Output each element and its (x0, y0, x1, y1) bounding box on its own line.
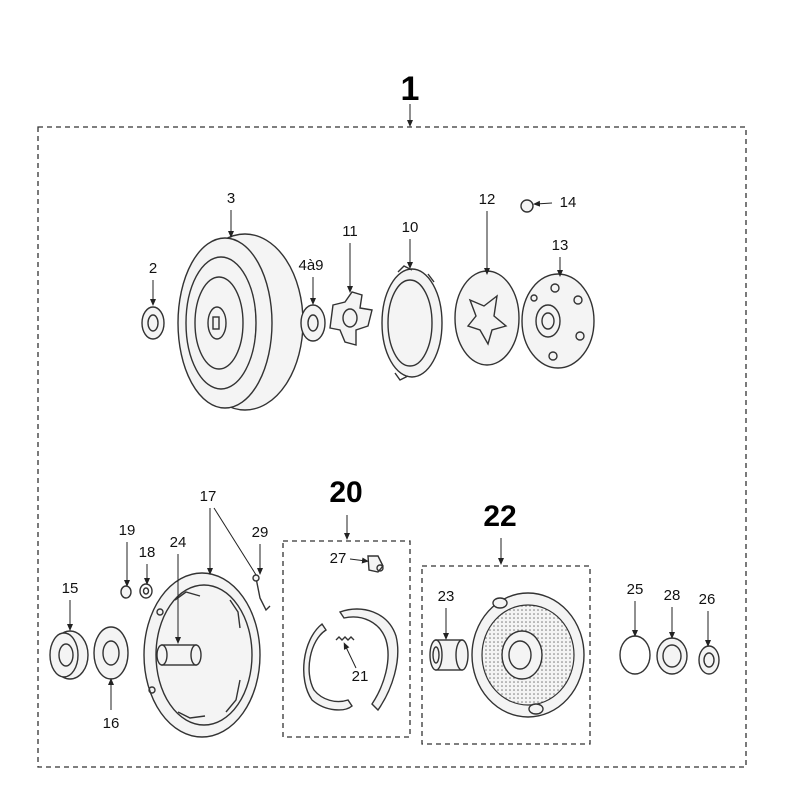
callout-26: 26 (699, 591, 716, 608)
part-16-washer (93, 626, 129, 680)
brake-shoes-box (282, 540, 411, 738)
part-17-backing-plate (143, 572, 261, 738)
part-10-ring (381, 265, 443, 381)
group-label-main: 1 (401, 70, 420, 108)
callout-29: 29 (252, 524, 269, 541)
part-21-return-spring (335, 636, 355, 641)
part-28-washer (656, 637, 688, 675)
callout-12: 12 (479, 191, 496, 208)
part-26-nut (698, 645, 720, 675)
part-24-axle (156, 644, 202, 666)
main-assembly-box (37, 126, 747, 768)
callout-16: 16 (103, 715, 120, 732)
callout-21: 21 (352, 668, 369, 685)
callout-24: 24 (170, 534, 187, 551)
part-29-lever (252, 574, 271, 612)
callout-23: 23 (438, 588, 455, 605)
part-15-bearing (49, 630, 89, 680)
hub-assembly-box (421, 565, 591, 745)
part-18-star-washer (139, 583, 153, 599)
group-label-hub-assembly: 22 (483, 500, 516, 533)
part-12-disc (454, 270, 520, 366)
callout-11: 11 (342, 223, 358, 240)
callout-25: 25 (627, 581, 644, 598)
part-20-brake-shoe-left (303, 622, 353, 711)
callout-27: 27 (330, 550, 347, 567)
part-22-hub (471, 592, 585, 718)
callout-13: 13 (552, 237, 569, 254)
part-27-spring-clip (367, 555, 384, 573)
callout-17: 17 (200, 488, 217, 505)
part-4-9-washer (300, 304, 326, 342)
part-2-washer (141, 306, 165, 340)
callout-3: 3 (227, 190, 235, 207)
callout-19: 19 (119, 522, 136, 539)
part-11-cross-plate (329, 291, 373, 346)
part-19-nut (120, 585, 132, 599)
group-label-brake-shoes: 20 (329, 476, 362, 509)
callout-2: 2 (149, 260, 157, 277)
part-14-ball (520, 199, 534, 213)
part-3-wheel (177, 233, 304, 411)
part-13-flange (521, 273, 595, 369)
part-25-washer (619, 635, 651, 675)
callout-28: 28 (664, 587, 681, 604)
part-20-brake-shoe-right (338, 608, 399, 712)
callout-4-9: 4à9 (298, 257, 323, 274)
part-23-bushing (429, 639, 469, 671)
callout-10: 10 (402, 219, 419, 236)
callout-15: 15 (62, 580, 79, 597)
callout-14: 14 (560, 194, 577, 211)
callout-18: 18 (139, 544, 156, 561)
